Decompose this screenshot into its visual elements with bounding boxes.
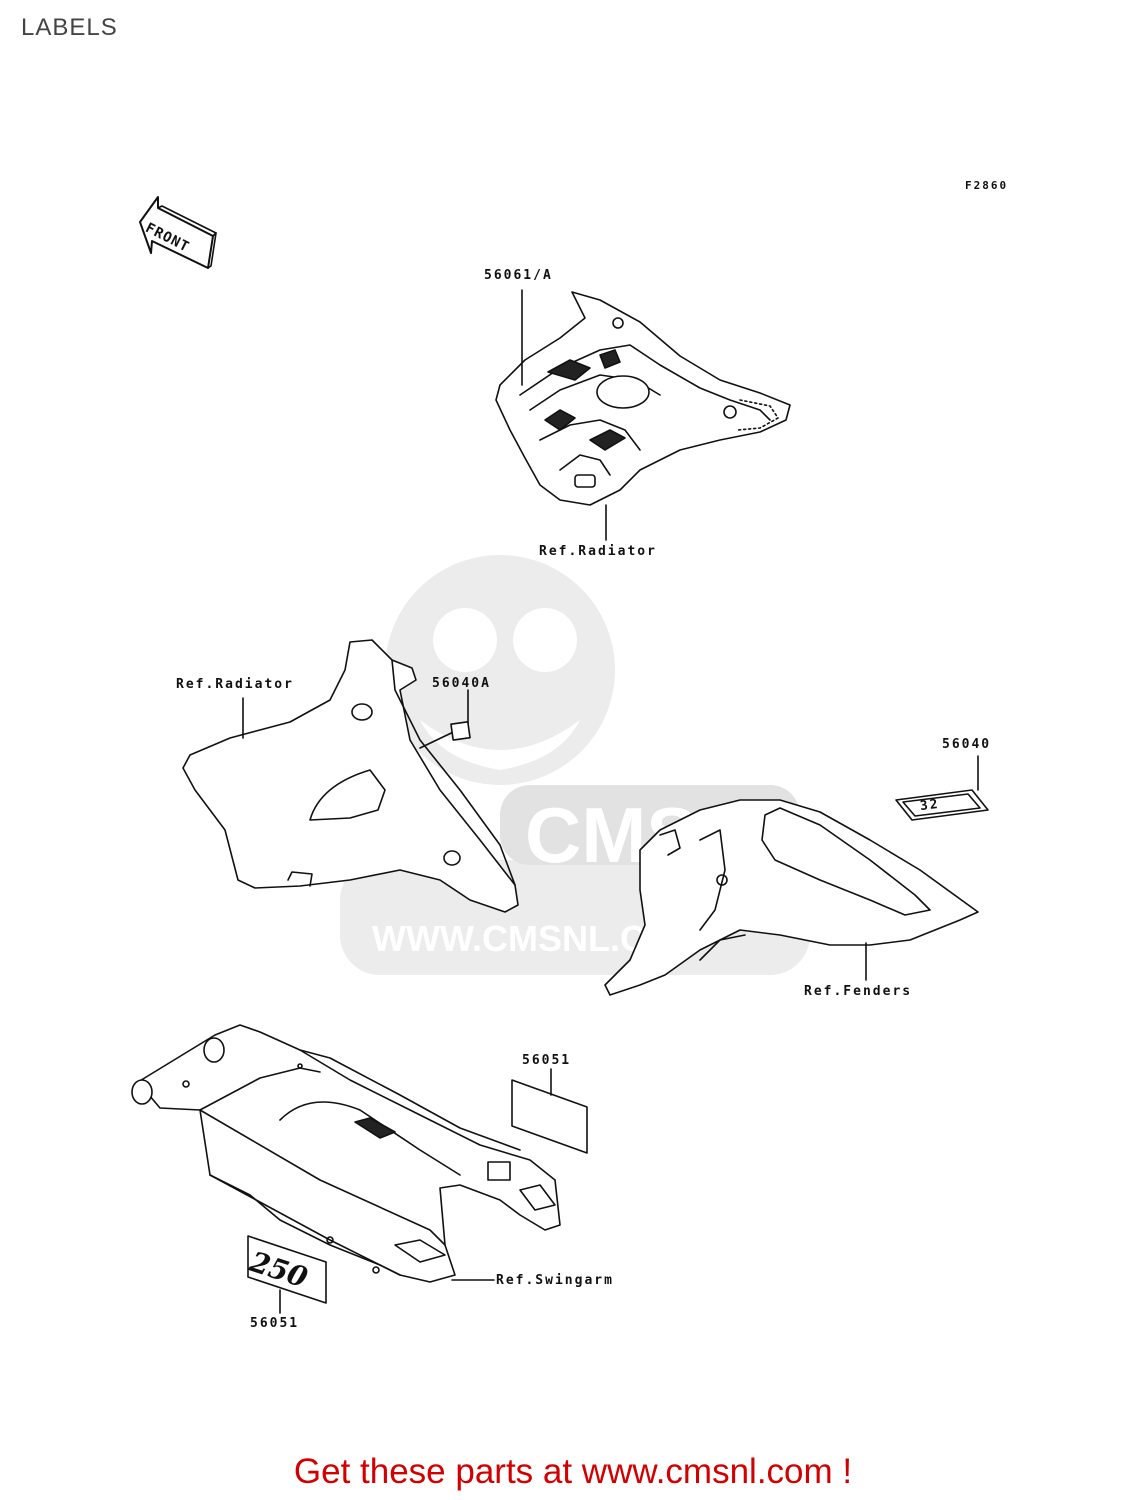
callout-56040: 56040: [942, 737, 992, 752]
page-title: LABELS: [21, 14, 118, 41]
fender-decal-text: 32: [919, 796, 941, 815]
callout-ref-swingarm: Ref.Swingarm: [496, 1273, 614, 1288]
callout-ref-radiator-left: Ref.Radiator: [176, 677, 294, 692]
radiator-shroud-left: [182, 639, 519, 913]
radiator-shroud-top: [495, 291, 791, 506]
fender-decal: [895, 789, 989, 821]
callout-ref-fenders: Ref.Fenders: [804, 984, 913, 999]
front-arrow-icon: [139, 196, 217, 269]
callout-56051-plain: 56051: [522, 1053, 572, 1068]
callout-56051-250: 56051: [250, 1316, 300, 1331]
swingarm: [131, 1024, 561, 1283]
footer-cta-link[interactable]: Get these parts at www.cmsnl.com !: [293, 1452, 853, 1491]
figure-code: F2860: [965, 179, 1009, 192]
callout-ref-radiator-top: Ref.Radiator: [539, 544, 657, 559]
callout-56061-a: 56061/A: [484, 268, 553, 283]
rear-fender: [604, 799, 979, 996]
callout-56040a: 56040A: [432, 676, 491, 691]
